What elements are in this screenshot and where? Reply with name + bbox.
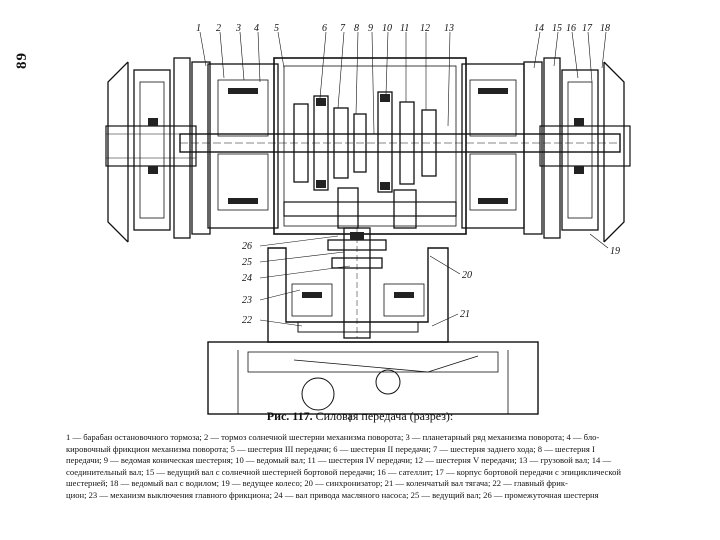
transmission-section-svg: 1 2 3 4 5 6 7 8 9 10 11 12 13 14 15 16 1… (105, 23, 631, 422)
callout-23: 23 (242, 295, 252, 306)
callout-24: 24 (242, 273, 252, 284)
main-clutch-housing (267, 247, 449, 343)
callout-6: 6 (322, 23, 327, 34)
callout-10: 10 (382, 23, 392, 34)
callout-15: 15 (552, 23, 562, 34)
callout-4: 4 (254, 23, 259, 34)
callout-22: 22 (242, 315, 252, 326)
left-brake-drum (173, 57, 191, 239)
legend-line: цион; 23 — механизм выключения главного … (66, 489, 599, 500)
right-drive-wheel (603, 61, 625, 243)
callout-12: 12 (420, 23, 430, 34)
callout-7: 7 (340, 23, 346, 34)
left-drive-wheel (107, 61, 129, 243)
figure-caption: Рис. 117. Силовая передача (разрез): (0, 409, 720, 424)
callout-17: 17 (582, 23, 593, 34)
gearbox-casing (273, 57, 467, 235)
legend-line: шестерней; 18 — ведомый вал с водилом; 1… (66, 478, 568, 489)
callout-21: 21 (460, 309, 470, 320)
callout-19: 19 (610, 246, 620, 257)
legend-line: передачи; 9 — ведомая коническая шестерн… (66, 455, 612, 466)
legend-line: кировочный фрикцион механизма поворота; … (66, 443, 595, 454)
transmission-drawing: 1 2 3 4 5 6 7 8 9 10 11 12 13 14 15 16 1… (88, 22, 648, 422)
callout-8: 8 (354, 23, 359, 34)
callout-14: 14 (534, 23, 544, 34)
callout-16: 16 (566, 23, 576, 34)
callout-2: 2 (216, 23, 221, 34)
callout-13: 13 (444, 23, 454, 34)
callout-1: 1 (196, 23, 201, 34)
legend-line: соединительный вал; 15 — ведущий вал с с… (66, 466, 621, 477)
callout-11: 11 (400, 23, 409, 34)
callout-20: 20 (462, 270, 472, 281)
page-number: 89 (14, 52, 30, 69)
callout-26: 26 (242, 241, 252, 252)
callout-9: 9 (368, 23, 373, 34)
figure-title: Силовая передача (разрез): (315, 409, 454, 423)
figure-legend: 1 — барабан остановочного тормоза; 2 — т… (66, 432, 666, 502)
engine-block (207, 341, 539, 415)
legend-line: 1 — барабан остановочного тормоза; 2 — т… (66, 432, 600, 442)
callout-5: 5 (274, 23, 279, 34)
callout-25: 25 (242, 257, 252, 268)
callout-3: 3 (235, 23, 241, 34)
right-brake-drum (523, 61, 543, 235)
callout-18: 18 (600, 23, 610, 34)
figure-label: Рис. 117. (266, 409, 313, 423)
cargo-shaft (283, 201, 457, 217)
